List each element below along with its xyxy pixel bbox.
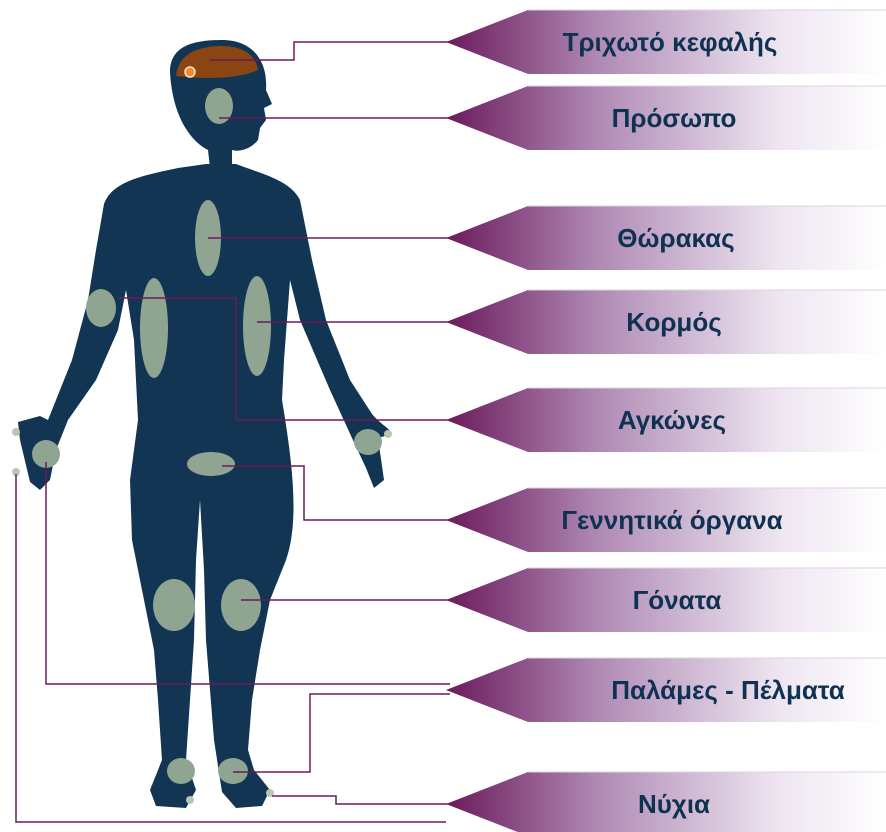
scalp-patch-dot (185, 67, 195, 77)
label-banners: Τριχωτό κεφαλήςΠρόσωποΘώρακαςΚορμόςΑγκών… (446, 10, 886, 832)
nail-patch-foot-left (186, 796, 194, 804)
label-text-knees: Γόνατα (633, 585, 722, 615)
label-genitals: Γεννητικά όργανα (446, 488, 886, 552)
label-scalp: Τριχωτό κεφαλής (446, 10, 886, 74)
trunk-patch-right (243, 276, 271, 376)
label-face: Πρόσωπο (446, 86, 886, 150)
trunk-patch-left (140, 278, 168, 378)
label-text-chest: Θώρακας (617, 223, 734, 253)
knee-patch-left (153, 579, 195, 631)
connector-nails-foot (272, 796, 450, 804)
palm-patch-right (354, 429, 382, 455)
sole-patch-left (167, 758, 195, 784)
label-knees: Γόνατα (446, 568, 886, 632)
label-text-nails: Νύχια (638, 789, 710, 819)
label-text-trunk: Κορμός (626, 307, 721, 337)
nail-patch-hand-right (384, 430, 392, 438)
label-elbows: Αγκώνες (446, 388, 886, 452)
sole-patch-right (218, 758, 248, 784)
label-text-scalp: Τριχωτό κεφαλής (563, 27, 778, 57)
label-text-palms-soles: Παλάμες - Πέλματα (611, 675, 844, 705)
label-text-genitals: Γεννητικά όργανα (561, 505, 782, 535)
knee-patch-right (221, 579, 261, 631)
label-chest: Θώρακας (446, 206, 886, 270)
label-text-face: Πρόσωπο (612, 103, 737, 133)
label-palms-soles: Παλάμες - Πέλματα (446, 658, 886, 722)
human-silhouette (18, 40, 392, 808)
nail-patch-hand-left-1 (12, 428, 20, 436)
label-text-elbows: Αγκώνες (618, 405, 726, 435)
label-trunk: Κορμός (446, 290, 886, 354)
label-nails: Νύχια (446, 772, 886, 832)
elbow-patch-left (86, 289, 116, 327)
genitals-patch (187, 452, 235, 476)
connector-soles-right (233, 694, 450, 772)
